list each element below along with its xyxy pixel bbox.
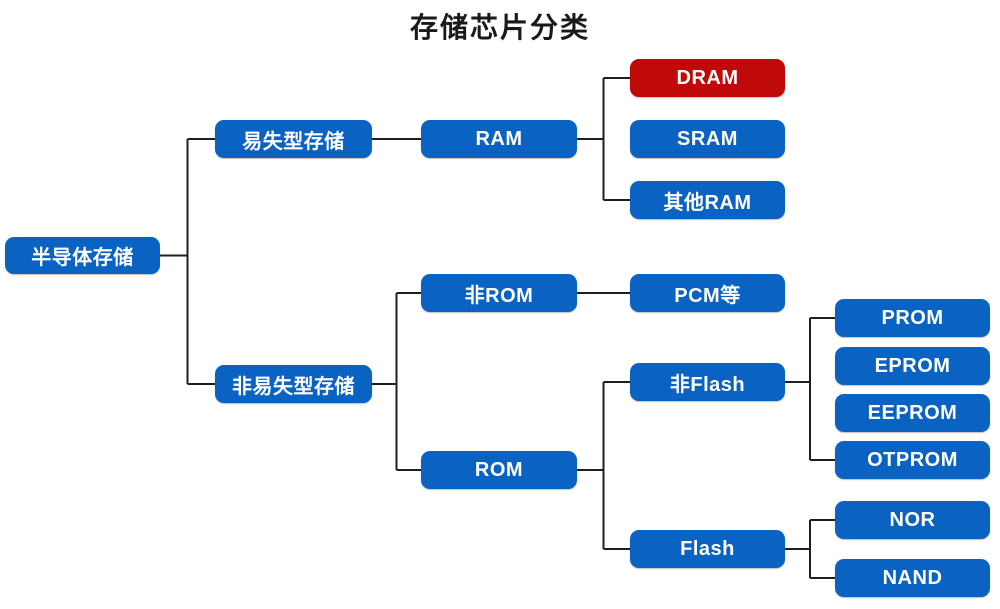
node-nor: NOR (835, 501, 990, 539)
node-prom: PROM (835, 299, 990, 337)
node-dram: DRAM (630, 59, 785, 97)
node-sram: SRAM (630, 120, 785, 158)
node-ram: RAM (421, 120, 577, 158)
node-root: 半导体存储 (5, 237, 160, 274)
node-eprom: EPROM (835, 347, 990, 385)
node-otprom: OTPROM (835, 441, 990, 479)
node-nonvolatile: 非易失型存储 (215, 365, 372, 403)
node-volatile: 易失型存储 (215, 120, 372, 158)
diagram-title: 存储芯片分类 (409, 13, 590, 44)
node-nonrom: 非ROM (421, 274, 577, 312)
node-nonflash: 非Flash (630, 363, 785, 401)
node-flash: Flash (630, 530, 785, 568)
node-nand: NAND (835, 559, 990, 597)
node-rom: ROM (421, 451, 577, 489)
node-pcm: PCM等 (630, 274, 785, 312)
node-otherram: 其他RAM (630, 181, 785, 219)
node-eeprom: EEPROM (835, 394, 990, 432)
